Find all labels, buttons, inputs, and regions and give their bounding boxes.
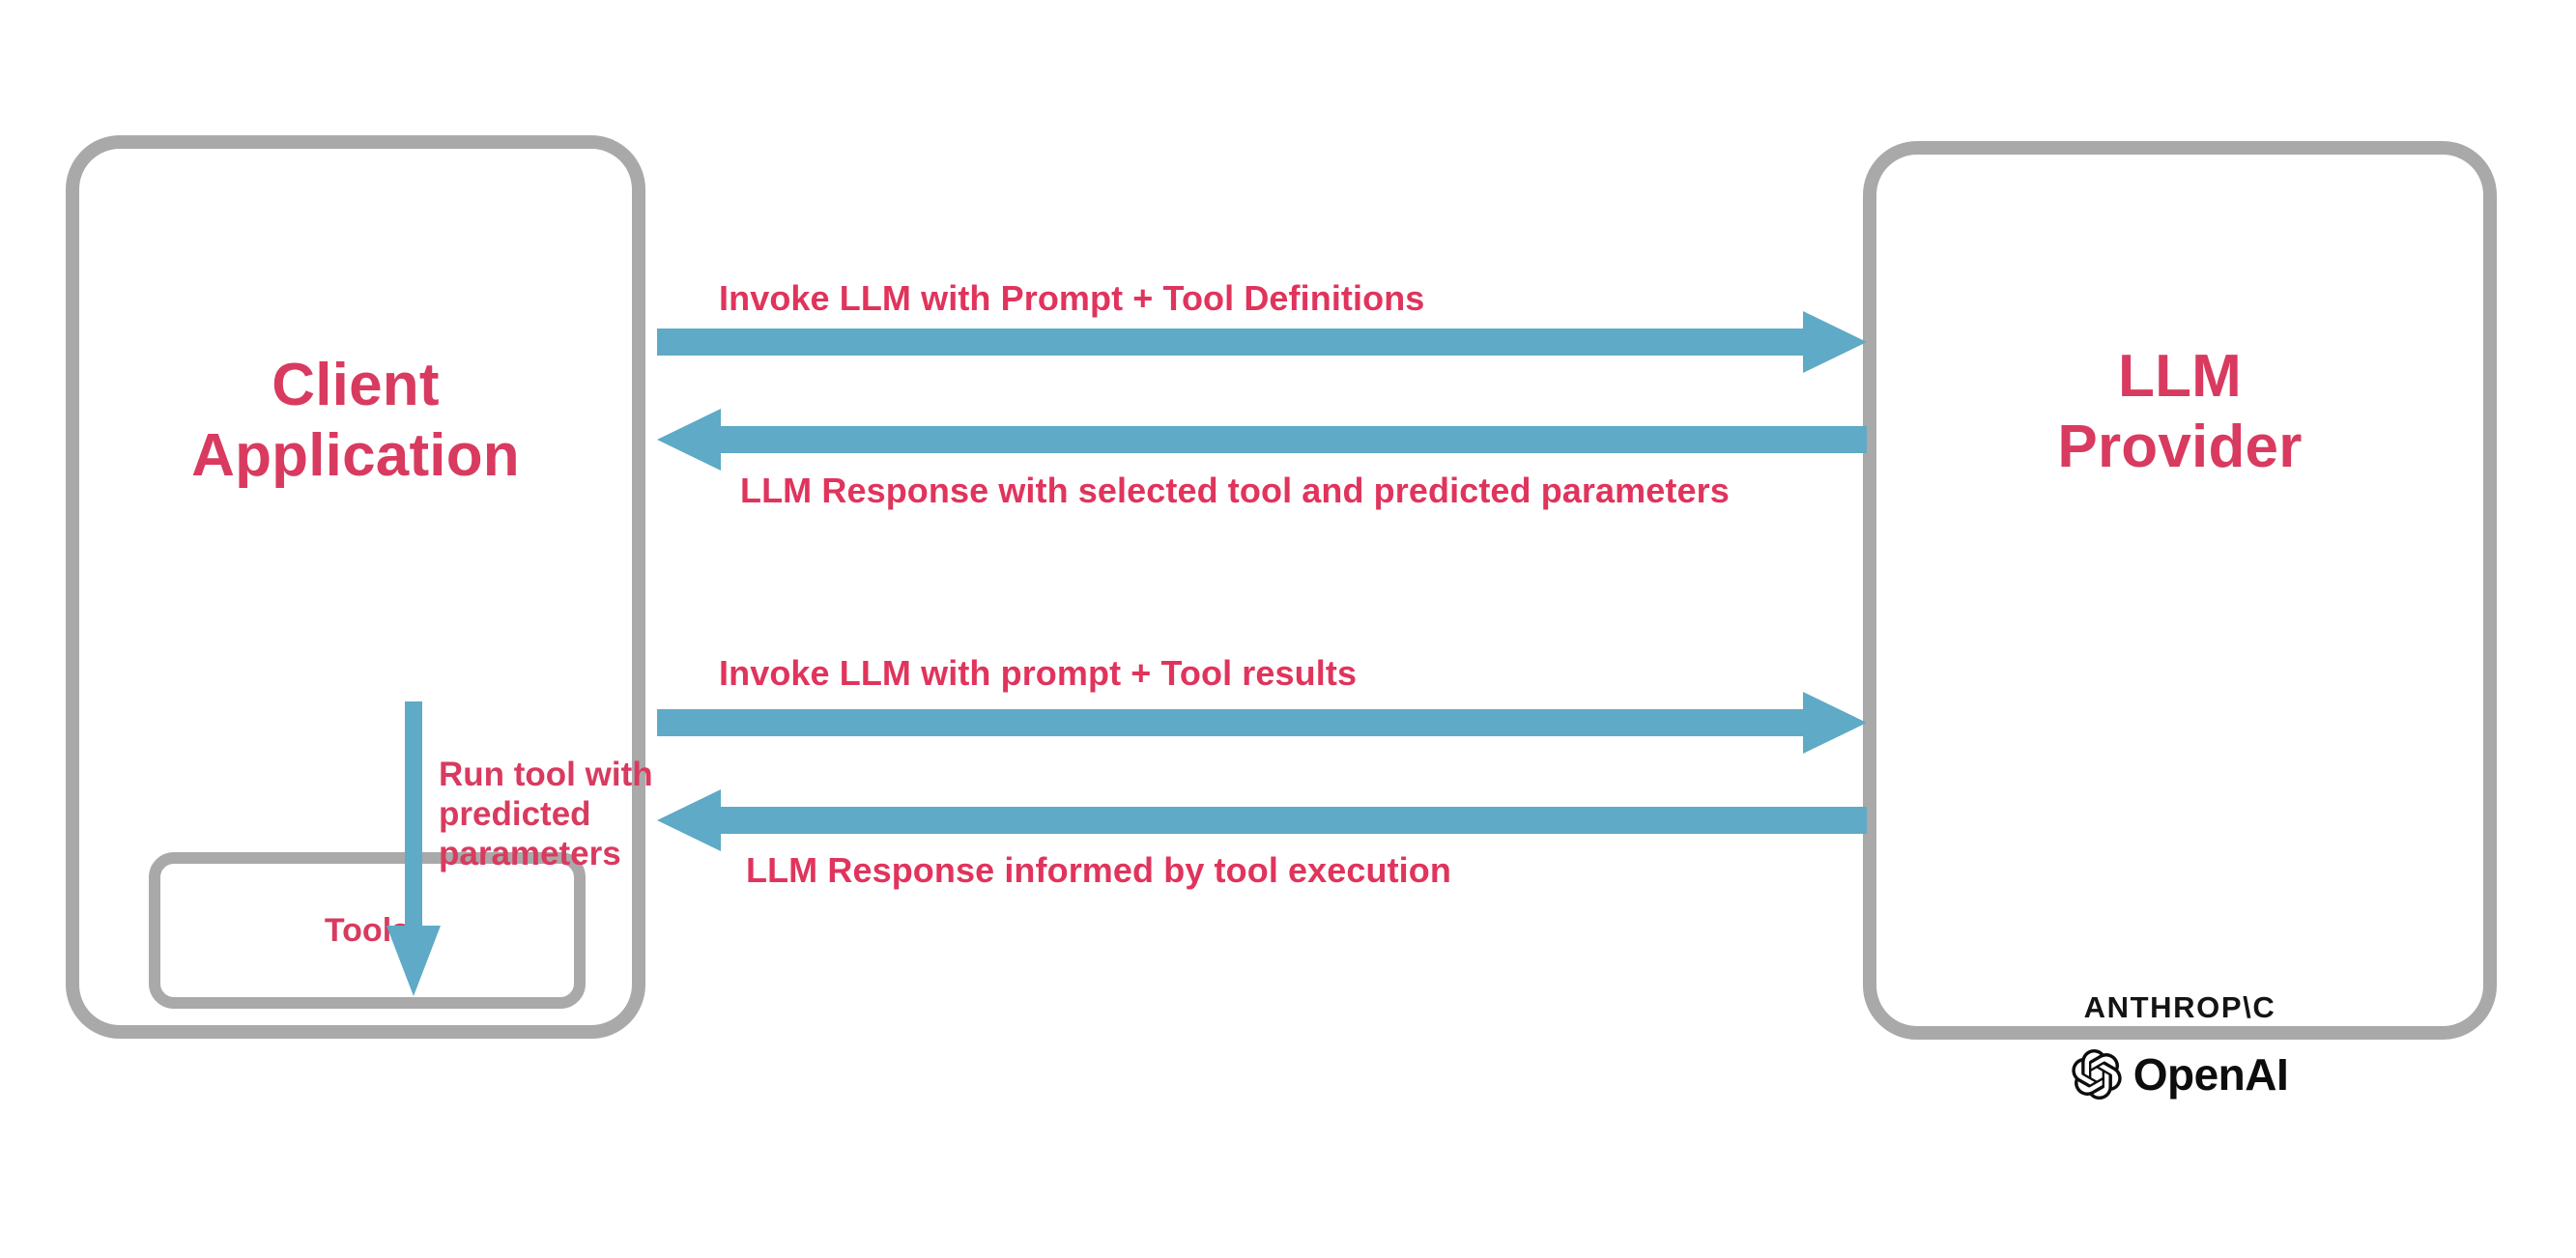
- openai-flower-icon: [2072, 1049, 2122, 1100]
- flow-label-tool-selection-response: LLM Response with selected tool and pred…: [740, 471, 1730, 510]
- flow-arrow-tool-selection-response: [657, 409, 1867, 471]
- llm-provider-title: LLM Provider: [2057, 343, 2303, 481]
- flow-label-invoke-with-results: Invoke LLM with prompt + Tool results: [719, 653, 1358, 693]
- run-tool-label: Run tool with predicted parameters: [439, 756, 653, 872]
- tools-node[interactable]: Tools: [149, 852, 586, 1009]
- run-tool-arrow: [386, 701, 441, 996]
- client-application-node[interactable]: Client Application Tools Run tool with p…: [66, 135, 653, 1039]
- flow-arrow-invoke-with-tools: [657, 311, 1867, 373]
- openai-logo: OpenAI: [1876, 1048, 2483, 1101]
- openai-wordmark: OpenAI: [2132, 1049, 2289, 1100]
- flow-label-invoke-with-tools: Invoke LLM with Prompt + Tool Definition…: [719, 278, 1425, 318]
- flow-arrow-final-response: [657, 789, 1867, 851]
- flow-arrow-invoke-with-results: [657, 692, 1867, 754]
- anthropic-wordmark: ANTHROP\C: [2083, 990, 2276, 1024]
- flow-label-final-response: LLM Response informed by tool execution: [746, 850, 1451, 890]
- client-application-title: Client Application: [191, 352, 520, 490]
- llm-provider-node[interactable]: LLM Provider ANTHROP\C OpenAI: [1863, 141, 2497, 1100]
